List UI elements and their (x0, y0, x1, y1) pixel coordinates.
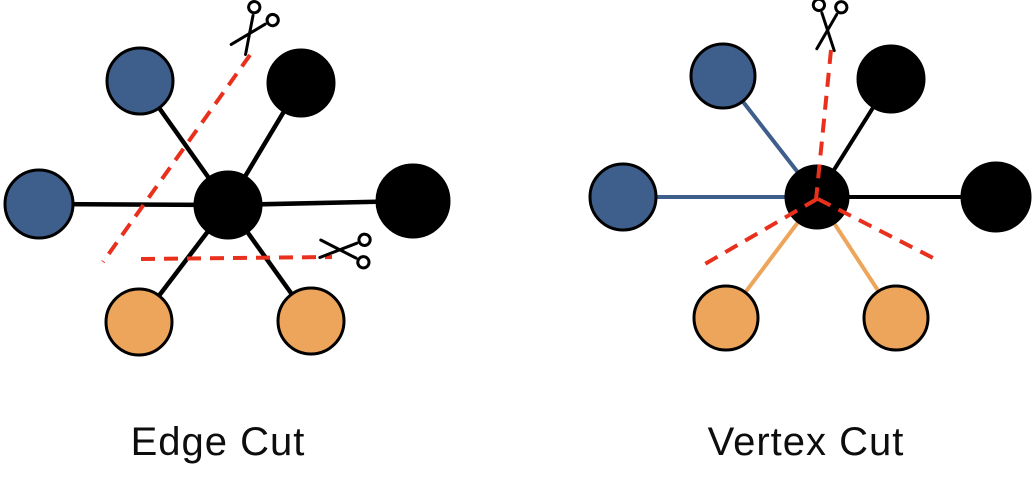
edge-cut-node-center (193, 170, 263, 240)
vertex-cut-node-right (960, 161, 1032, 233)
vertex-cut-node-top-left (689, 42, 757, 110)
edge-cut-node-top-left (105, 46, 175, 116)
edge-cut-node-right (375, 163, 451, 239)
scissors-icon (318, 232, 372, 270)
edge-cut-node-bottom-right (276, 286, 346, 356)
vertex-cut-node-left (588, 162, 658, 232)
edge-cut-node-bottom-left (104, 287, 174, 357)
vertex-cut-label: Vertex Cut (707, 420, 905, 464)
edge-cut-cut-line (140, 255, 333, 261)
scissors-icon (811, 0, 849, 53)
edge-cut-node-left (3, 168, 75, 240)
edge-cut-cut-line (101, 53, 252, 264)
scissors-icon (229, 0, 280, 56)
vertex-cut-node-bottom-right (862, 284, 930, 352)
vertex-cut-node-bottom-left (692, 284, 760, 352)
edge-cut-diagram (3, 0, 451, 357)
vertex-cut-cut-line (814, 49, 833, 201)
edge-cut-node-top-right (266, 48, 336, 118)
vertex-cut-node-top-right (856, 44, 926, 114)
vertex-cut-diagram (588, 0, 1032, 352)
edge-cut-label: Edge Cut (130, 420, 306, 464)
